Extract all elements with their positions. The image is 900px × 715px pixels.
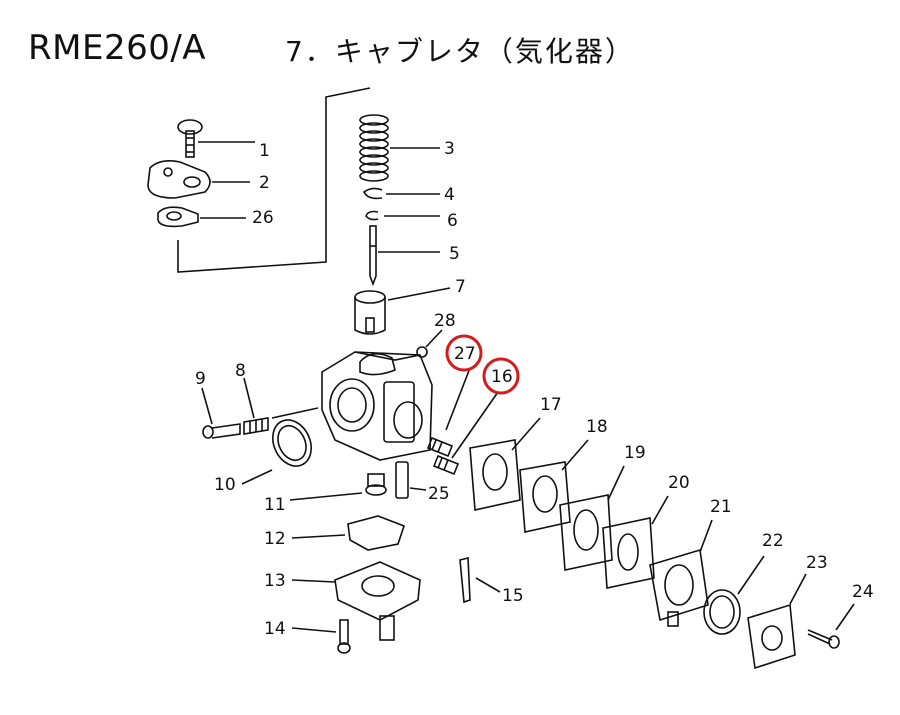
pump-body-part-21 [649,548,709,627]
clip-part-15 [459,556,471,604]
leader-lines [198,141,855,633]
label-part-21: 21 [710,497,732,517]
label-part-17: 17 [540,395,562,415]
diaphragm-part-18 [519,461,571,533]
label-part-8: 8 [235,361,246,381]
label-part-27: 27 [454,344,476,364]
gasket-part-10 [271,419,313,467]
label-part-10: 10 [214,475,236,495]
label-part-18: 18 [586,417,608,437]
label-part-15: 15 [502,586,524,606]
needle-screw-part-16 [432,454,460,476]
screw-part-14 [337,619,351,654]
label-part-24: 24 [852,582,874,602]
page-model-title: RME260/A [28,28,207,68]
label-part-3: 3 [444,139,455,159]
jet-part-11 [365,473,387,496]
label-part-11: 11 [264,495,286,515]
label-part-6: 6 [447,211,458,231]
throttle-valve-part-7 [354,290,386,335]
label-part-20: 20 [668,473,690,493]
screw-part-1 [177,119,203,158]
spring-part-8 [243,407,319,435]
label-part-2: 2 [259,173,270,193]
needle-screw-part-27 [426,436,454,458]
label-part-1: 1 [259,141,270,161]
label-part-12: 12 [264,529,286,549]
page-section-title: 7．キャブレタ（気化器） [285,35,635,68]
needle-part-5 [369,225,377,287]
label-part-28: 28 [434,311,456,331]
pin-part-25 [395,461,409,499]
primer-cup-part-22 [703,589,741,635]
label-part-23: 23 [806,553,828,573]
cover-plate-part-23 [747,603,796,670]
carburetor-body [321,351,433,461]
gasket-part-12 [347,515,406,551]
label-part-7: 7 [455,277,466,297]
label-part-26: 26 [252,208,274,228]
label-part-13: 13 [264,571,286,591]
label-part-16: 16 [491,367,513,387]
label-part-22: 22 [762,531,784,551]
bottom-plate-part-13 [334,561,421,641]
ring-part-6 [365,210,379,221]
plate-part-19 [559,494,613,571]
gasket-part-20 [602,517,655,589]
screw-part-9 [202,423,241,439]
label-part-5: 5 [449,244,460,264]
plate-part-26 [157,206,199,228]
label-part-14: 14 [264,619,286,639]
group-bracket [177,87,371,273]
gasket-part-17 [469,439,521,511]
screw-part-24 [807,629,840,649]
highlight-circle-16 [482,357,520,395]
highlight-circle-27 [445,334,483,372]
label-part-19: 19 [624,443,646,463]
spring-part-3 [359,114,389,182]
clip-part-4 [362,187,383,200]
label-part-9: 9 [195,369,206,389]
label-part-25: 25 [428,484,450,504]
lever-part-2 [147,160,211,199]
label-part-4: 4 [444,185,455,205]
nut-part-28 [416,346,428,358]
